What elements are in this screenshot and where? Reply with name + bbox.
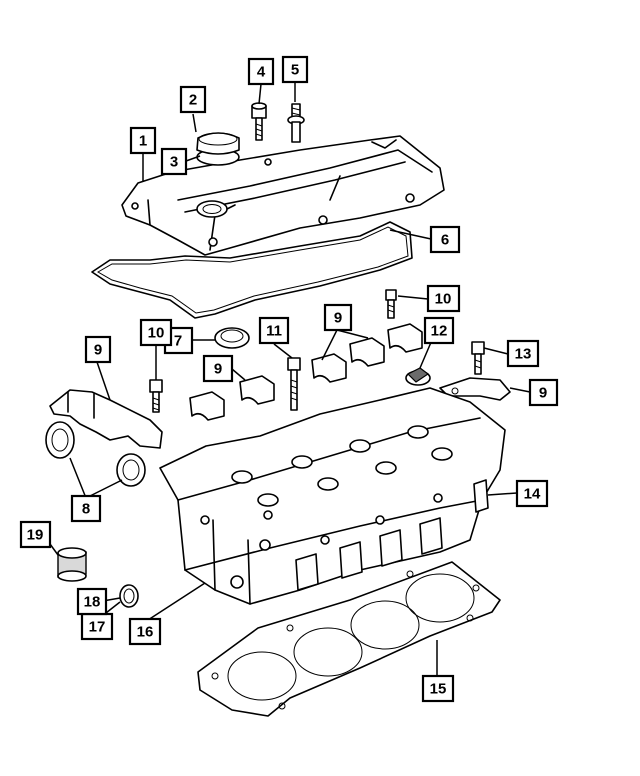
callout-9-right: 9 <box>528 378 559 407</box>
callout-14: 14 <box>515 479 549 508</box>
head-plug <box>473 479 489 513</box>
callout-label: 18 <box>84 594 101 611</box>
callout-18: 18 <box>76 587 108 616</box>
valve-cover-gasket <box>91 221 413 319</box>
callout-label: 9 <box>539 385 547 402</box>
callout-label: 9 <box>214 361 222 378</box>
callout-9-left: 9 <box>84 335 112 364</box>
callout-label: 7 <box>174 333 182 350</box>
callout-label: 4 <box>257 64 266 81</box>
callout-16: 16 <box>128 617 162 646</box>
callout-label: 2 <box>189 92 197 109</box>
callout-17: 17 <box>80 612 114 641</box>
callout-13: 13 <box>506 339 540 368</box>
callout-10-right: 10 <box>426 284 461 313</box>
cover-stud <box>287 103 305 143</box>
callout-9-top: 9 <box>323 303 353 332</box>
callout-8: 8 <box>70 494 102 523</box>
callout-label: 3 <box>170 154 178 171</box>
callout-5: 5 <box>281 55 309 84</box>
callout-label: 12 <box>431 323 448 340</box>
callout-label: 8 <box>82 501 90 518</box>
callout-12: 12 <box>423 316 455 345</box>
bracket-bolt <box>471 341 485 375</box>
callout-label: 9 <box>94 342 102 359</box>
callout-15: 15 <box>421 674 455 703</box>
dowel <box>405 367 431 386</box>
callout-label: 1 <box>139 133 147 150</box>
callout-label: 9 <box>334 310 342 327</box>
callout-2: 2 <box>179 85 207 114</box>
cover-bolt <box>251 102 267 141</box>
cylinder-head-gasket <box>197 561 501 717</box>
long-bolt <box>287 357 301 411</box>
callout-19: 19 <box>19 520 52 549</box>
o-ring <box>119 584 139 608</box>
callout-label: 17 <box>89 619 106 636</box>
oil-filler-cap <box>196 132 240 166</box>
camshaft-bearing-caps <box>189 323 511 421</box>
callout-label: 15 <box>430 681 447 698</box>
callout-10-left: 10 <box>139 318 173 347</box>
callout-label: 13 <box>515 346 532 363</box>
callout-11: 11 <box>258 316 290 345</box>
callout-label: 16 <box>137 624 154 641</box>
thrust-bracket <box>49 389 163 449</box>
cylinder-head <box>159 387 506 605</box>
callout-label: 19 <box>27 527 44 544</box>
callout-9-center: 9 <box>202 354 234 383</box>
camshaft-seals <box>45 421 146 487</box>
callout-label: 10 <box>435 291 452 308</box>
callout-label: 11 <box>266 323 282 340</box>
callout-4: 4 <box>247 57 275 86</box>
cup-plug <box>57 547 87 582</box>
callout-label: 6 <box>441 232 449 249</box>
cap-bolt-right <box>385 289 397 319</box>
callout-6: 6 <box>429 225 461 254</box>
spark-plug-tube-seal <box>214 327 250 349</box>
callout-label: 10 <box>148 325 165 342</box>
callout-label: 5 <box>291 62 299 79</box>
cap-bolt-left <box>149 379 163 413</box>
callout-label: 14 <box>524 486 541 503</box>
callout-3: 3 <box>160 147 188 176</box>
callout-1: 1 <box>129 126 157 155</box>
